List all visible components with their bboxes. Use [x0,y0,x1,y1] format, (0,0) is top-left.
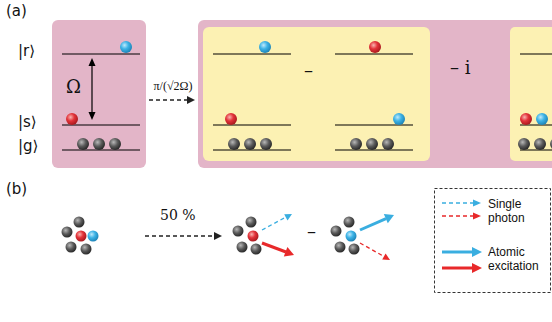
atomic-excitation-arrow [360,214,394,230]
state-panel: Ω [52,20,146,168]
atom-cluster [62,217,99,255]
state-label: |s⟩ [18,114,37,131]
node-text: Ω [66,77,81,97]
dashed-arrow [145,232,222,240]
node-text: – i [450,58,470,78]
atomic-excitation-arrow [262,243,294,257]
panel-label: (b) [6,181,27,198]
panel-label: (a) [6,3,27,20]
legend-text: Atomic excitation [488,245,548,274]
edge-label: π/(√2Ω) [153,80,194,93]
single-photon-arrow [360,243,390,260]
transition-arrow [149,96,195,104]
state-label: |g⟩ [18,138,38,155]
energy-level-diagram [203,27,430,161]
state-label: |r⟩ [18,43,35,60]
atom-cluster [331,217,360,255]
legend-frame [435,189,551,293]
legend-sample-atomic-excitation [442,247,482,273]
node-text: – [304,61,313,81]
minus-sign: – [307,222,316,242]
probability-label: 50 % [160,208,196,223]
legend-sample-single-photon [442,200,481,220]
term-box: – [203,27,430,161]
single-photon-arrow [262,214,292,230]
superposition-panel: – i– [198,20,552,168]
atom-cluster [233,217,262,255]
legend-text: Single photon [488,197,548,226]
